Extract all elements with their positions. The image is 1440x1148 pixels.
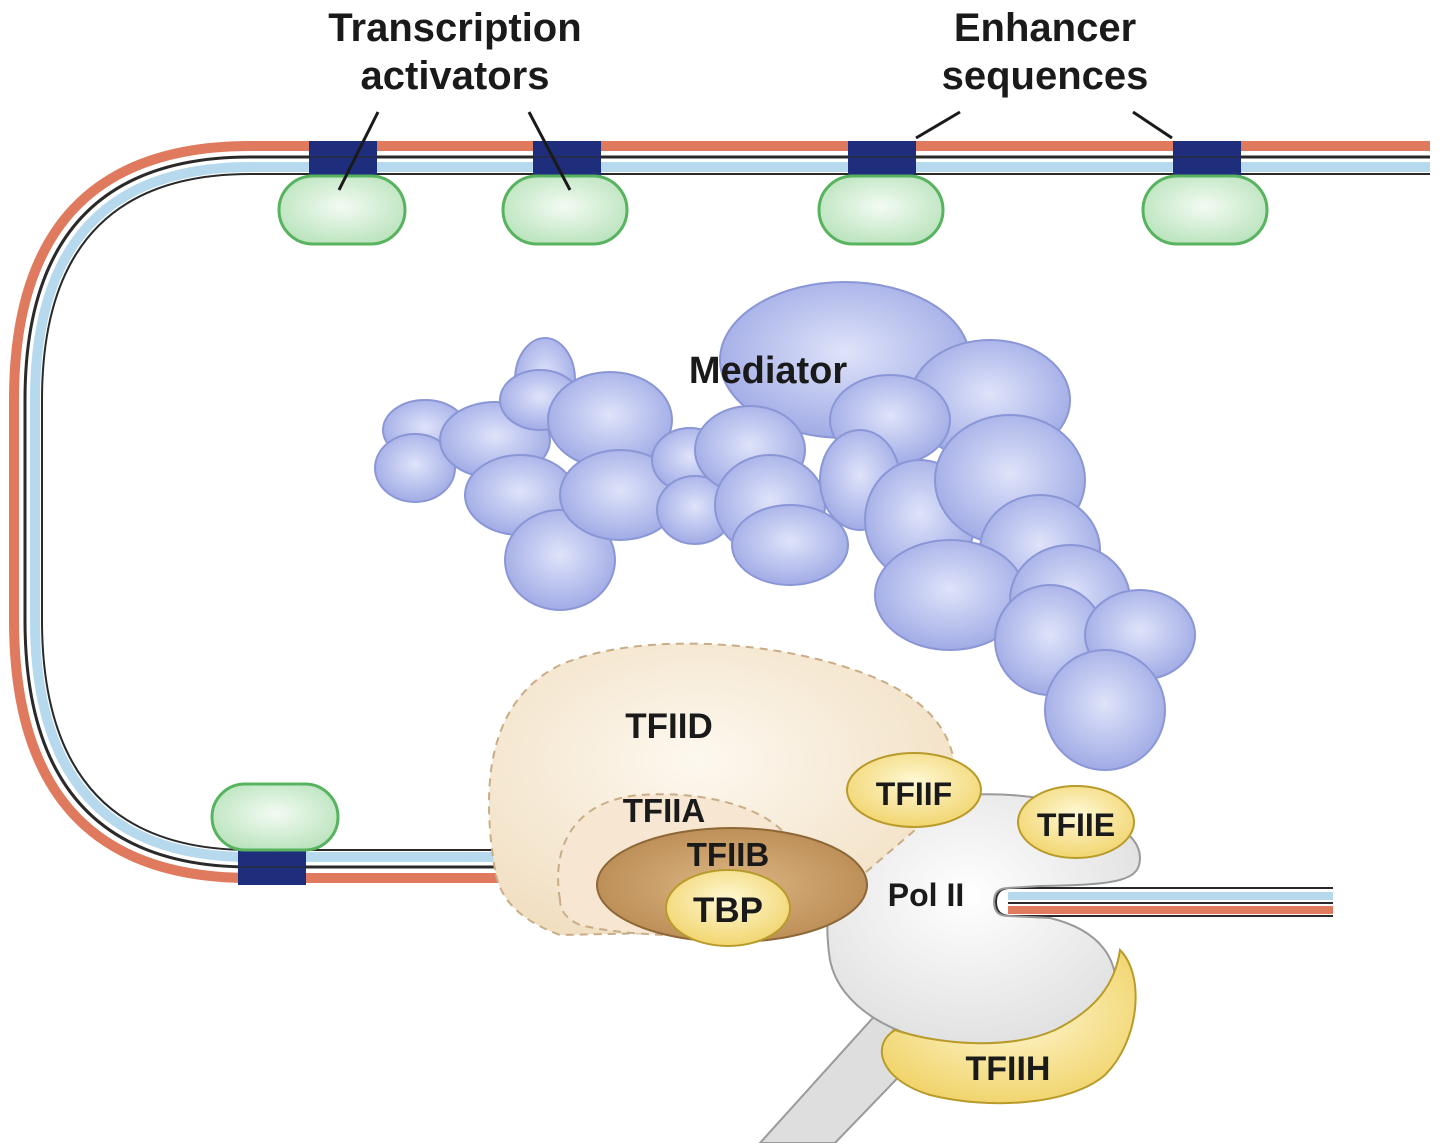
transcription-activators-label-line-1: Transcription (328, 6, 582, 50)
dna-downstream (994, 887, 1333, 917)
tbp (665, 869, 791, 947)
activator (817, 174, 945, 246)
enhancer-sequences-label-line-1: Enhancer (953, 6, 1137, 50)
tfiih-label: TFIIH (966, 1050, 1051, 1088)
tfiie-label: TFIIE (1037, 807, 1115, 843)
transcription-activators (210, 174, 1269, 852)
label-leader-lines (337, 110, 1173, 191)
dna-loop (9, 141, 1430, 883)
enhancer-site (848, 141, 916, 177)
activator (210, 782, 340, 852)
dna-strand-outer (9, 141, 1430, 883)
tfiih (880, 947, 1137, 1105)
tfiif-label: TFIIF (876, 776, 952, 812)
tfiid-label: TFIID (625, 707, 712, 746)
dna-strand-inner (30, 162, 1430, 862)
mediator-complex (374, 281, 1196, 771)
tbp-label: TBP (693, 891, 763, 930)
enhancer-sequences-label: Enhancer sequences (900, 4, 1190, 100)
tfiib-label: TFIIB (687, 836, 769, 873)
activator (501, 174, 629, 246)
tfiia-label: TFIIA (623, 792, 705, 829)
transcription-activators-label-line-2: activators (360, 54, 550, 98)
leader-line (1132, 110, 1173, 140)
dna-strand-backbone (23, 155, 1430, 869)
mediator-label: Mediator (689, 350, 848, 392)
enhancer-site (1173, 141, 1241, 177)
leader-line (915, 110, 961, 140)
leader-line (527, 111, 572, 191)
leader-line (337, 111, 380, 191)
tfiif (846, 752, 982, 828)
tfiih-shape (880, 947, 1137, 1105)
transcription-activators-label: Transcription activators (300, 4, 610, 100)
enhancer-sequences-label-line-2: sequences (941, 54, 1149, 98)
pol-ii-stalk (757, 1008, 917, 1144)
tfiie (1017, 785, 1135, 859)
dna-strand-inner-edge (41, 173, 1430, 851)
enhancer-site (533, 141, 601, 177)
activator (277, 174, 407, 246)
pol-ii-label: Pol II (888, 877, 964, 913)
enhancer-sites (238, 141, 1241, 885)
activator (1141, 174, 1269, 246)
enhancer-site (309, 141, 377, 177)
